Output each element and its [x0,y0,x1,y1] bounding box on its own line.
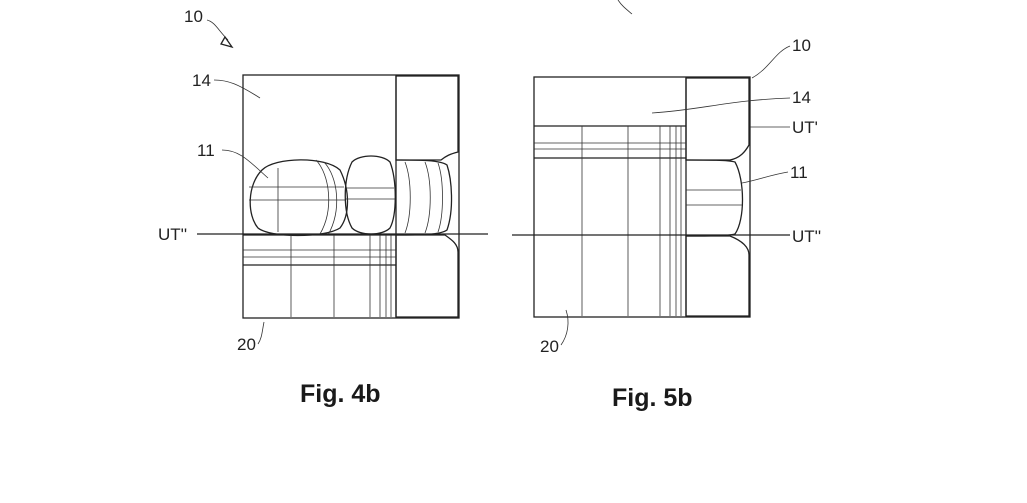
fig5b-label-11: 11 [790,163,808,182]
fig5b-label-14: 14 [792,88,811,107]
figure-4b: 10 14 11 UT'' 20 Fig. 4b [158,0,633,408]
fig4b-label-ut2: UT'' [158,225,187,244]
fig4b-caption: Fig. 4b [300,380,381,408]
fig4b-body-large-curve [315,159,330,235]
fig4b-leader-11 [221,149,269,179]
fig4b-body-large-curve-2 [323,161,338,236]
fig4b-arrow-10 [220,35,234,49]
fig5b-label-ut1: UT' [792,118,818,137]
fig5b-leader-10 [751,45,791,79]
fig4b-bore-line-2 [424,161,431,234]
fig5b-label-ut2: UT'' [792,227,821,246]
fig4b-label-11: 11 [197,141,215,160]
fig4b-hatch-upper [395,75,459,161]
fig4b-body-large [249,159,349,237]
fig4b-leader-14 [213,79,261,99]
fig4b-outline [242,74,460,319]
fig4b-label-10: 10 [184,7,203,26]
fig4b-bore-line-3 [437,162,443,233]
fig4b-leader-20 [257,321,265,345]
fig5b-hatch-upper [685,77,750,161]
figure-5b: 10 14 UT' 11 UT'' 20 Fig. 5b [512,36,821,412]
fig4b-body-small [344,155,396,235]
fig5b-outline [533,76,751,318]
fig5b-hatch-lower [685,235,750,317]
fig5b-label-20: 20 [540,337,559,356]
fig4b-bore-line-1 [404,161,411,234]
fig4b-label-14: 14 [192,71,211,90]
fig5b-leader-11 [741,171,789,184]
fig4b-label-20: 20 [237,335,256,354]
top-fragment-line [617,0,633,15]
fig4b-hatch-lower [395,234,459,318]
fig5b-leader-20 [560,309,569,346]
fig5b-bore [685,159,744,237]
fig5b-caption: Fig. 5b [612,384,693,412]
fig5b-label-10: 10 [792,36,811,55]
fig5b-leader-14 [651,97,791,114]
fig4b-bore [395,159,453,236]
